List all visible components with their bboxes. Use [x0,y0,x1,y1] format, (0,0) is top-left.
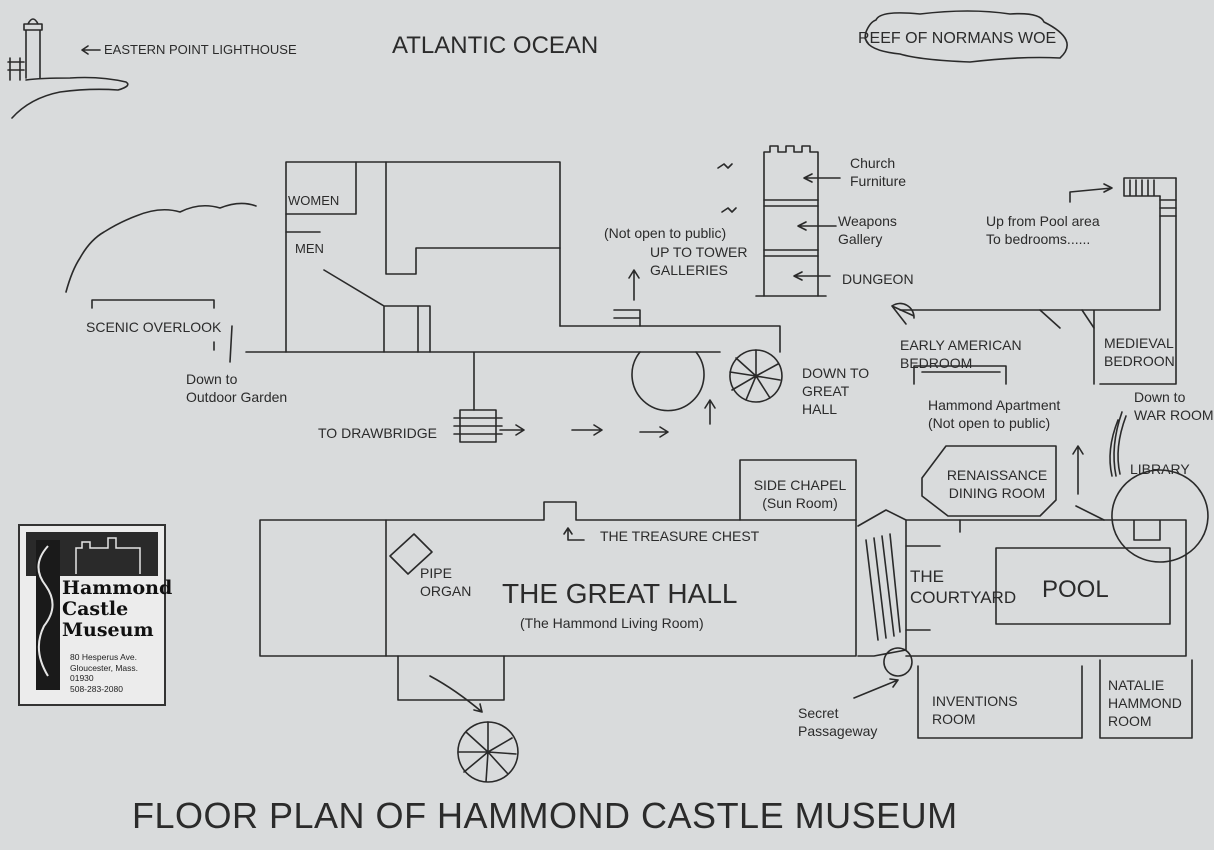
museum-logo: Hammond Castle Museum 80 Hesperus Ave. G… [18,524,173,706]
east-wing-walls [891,177,1177,385]
west-corridor [245,351,721,411]
secret-passageway-label: Secret Passageway [798,705,878,739]
library-stair [1109,411,1127,477]
arrow-icon [803,173,841,183]
spiral-stair-west [457,721,519,783]
arrow-icon [1069,183,1113,203]
round-stair-hall [631,351,705,412]
arrow-icon [704,399,716,425]
tower-not-open-label: (Not open to public) [604,225,727,241]
drawbridge [453,409,503,443]
atlantic-ocean-label: ATLANTIC OCEAN [392,32,599,59]
south-rooms-walls [883,647,1193,739]
courtyard-pool-walls [905,505,1187,657]
lighthouse-icon [7,18,129,119]
reef-label: REEF OF NORMANS WOE [858,30,1057,47]
pipe-organ-label: PIPE ORGAN [420,565,472,599]
lighthouse-label: EASTERN POINT LIGHTHOUSE [104,42,297,57]
dungeon-label: DUNGEON [842,271,914,287]
reef-outline [864,10,1068,63]
logo-address: 80 Hesperus Ave. Gloucester, Mass. 01930… [70,652,139,694]
logo-museum-name: Hammond Castle Museum [62,577,173,641]
arrow-icon [571,424,603,436]
inventions-room-label: INVENTIONS ROOM [932,693,1018,727]
renaissance-room-walls [921,445,1057,517]
treasure-chest-label: THE TREASURE CHEST [600,528,760,544]
church-furniture-label: Church Furniture [850,155,907,189]
library-walls [1111,469,1209,563]
arrow-icon [639,426,669,438]
early-american-bedroom-label: EARLY AMERICAN BEDROOM [900,337,1022,371]
side-chapel-label: SIDE CHAPEL (Sun Room) [753,477,847,511]
great-hall-label: THE GREAT HALL [502,578,738,609]
drawbridge-arrow-icon [499,424,525,436]
spiral-stair-east [729,349,783,403]
pool-stairs-label: Up from Pool area To bedrooms...... [986,213,1100,247]
arrow-icon [793,271,831,281]
bird-icon [717,163,733,169]
drawbridge-label: TO DRAWBRIDGE [318,425,438,441]
natalie-hammond-room-label: NATALIE HAMMOND ROOM [1108,677,1182,729]
arrow-icon [1072,445,1084,495]
secret-passage-arrow-icon [853,678,899,699]
renaissance-dining-label: RENAISSANCE DINING ROOM [946,467,1048,501]
men-restroom-label: MEN [295,241,324,256]
weapons-gallery-label: Weapons Gallery [838,213,897,247]
great-hall-walls [259,501,857,701]
war-room-label: Down to WAR ROOM [1134,389,1214,423]
arrow-icon [797,221,837,231]
arrow-icon [563,527,585,541]
courtyard-label: THE COURTYARD [910,567,1017,607]
hall-stairway [857,509,907,657]
tower-arrow-icon [628,269,640,301]
scenic-overlook-label: SCENIC OVERLOOK [86,319,222,335]
west-wing-walls [285,161,781,353]
scenic-overlook-rail [91,299,233,363]
castle-logo-icon [26,532,158,690]
coastline [65,202,257,293]
tower-drawing [755,145,827,297]
medieval-bedroom-label: MEDIEVAL BEDROON [1104,335,1175,369]
lighthouse-arrow-icon [81,45,101,55]
women-restroom-label: WOMEN [288,193,340,208]
hammond-apartment-label: Hammond Apartment (Not open to public) [928,397,1061,431]
arrow-icon [429,675,483,713]
pool-label: POOL [1042,576,1109,603]
great-hall-subtitle: (The Hammond Living Room) [520,615,704,631]
side-chapel-walls [739,459,857,521]
bird-icon [721,207,737,213]
page-title: FLOOR PLAN OF HAMMOND CASTLE MUSEUM [132,795,958,836]
tower-galleries-label: UP TO TOWER GALLERIES [650,244,748,278]
library-label: LIBRARY [1130,461,1190,477]
down-great-hall-label: DOWN TO GREAT HALL [802,365,870,417]
outdoor-garden-label: Down to Outdoor Garden [186,371,288,405]
